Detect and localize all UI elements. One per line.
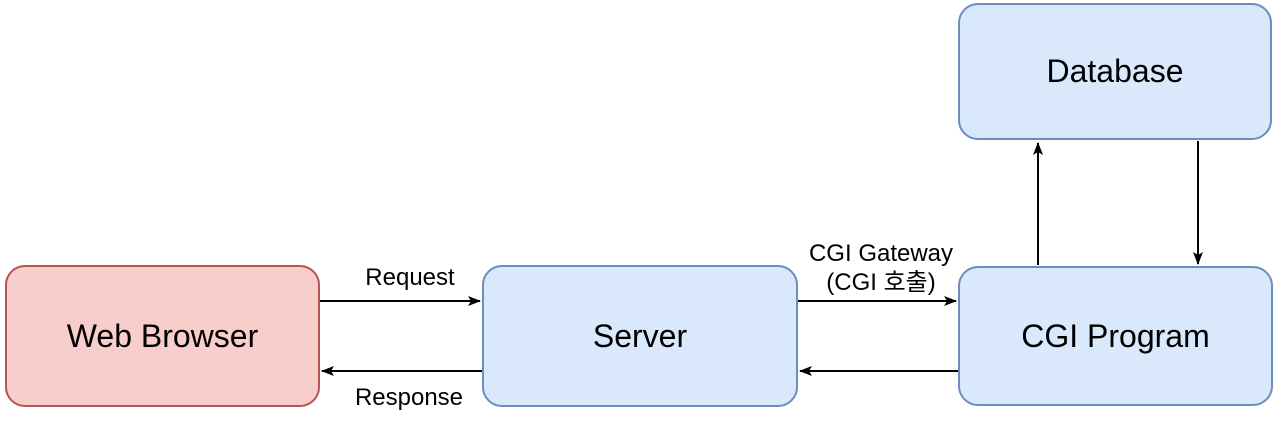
node-server-label: Server bbox=[592, 317, 688, 354]
node-server: Server bbox=[482, 265, 798, 407]
node-database-label: Database bbox=[1046, 53, 1184, 89]
node-database: Database bbox=[958, 3, 1272, 140]
cgi-gateway-label-line1: CGI Gateway bbox=[808, 240, 954, 267]
cgi-gateway-arrow-label: CGI Gateway (CGI 호출) bbox=[809, 239, 953, 297]
request-arrow-label: Request bbox=[365, 264, 455, 291]
node-web-browser: Web Browser bbox=[5, 265, 320, 407]
node-cgi-program-label: CGI Program bbox=[1021, 317, 1210, 354]
response-arrow-label: Response bbox=[354, 384, 464, 411]
cgi-gateway-label-line2: (CGI 호출) bbox=[826, 269, 936, 296]
node-cgi-program: CGI Program bbox=[958, 266, 1273, 406]
node-web-browser-label: Web Browser bbox=[66, 317, 259, 354]
